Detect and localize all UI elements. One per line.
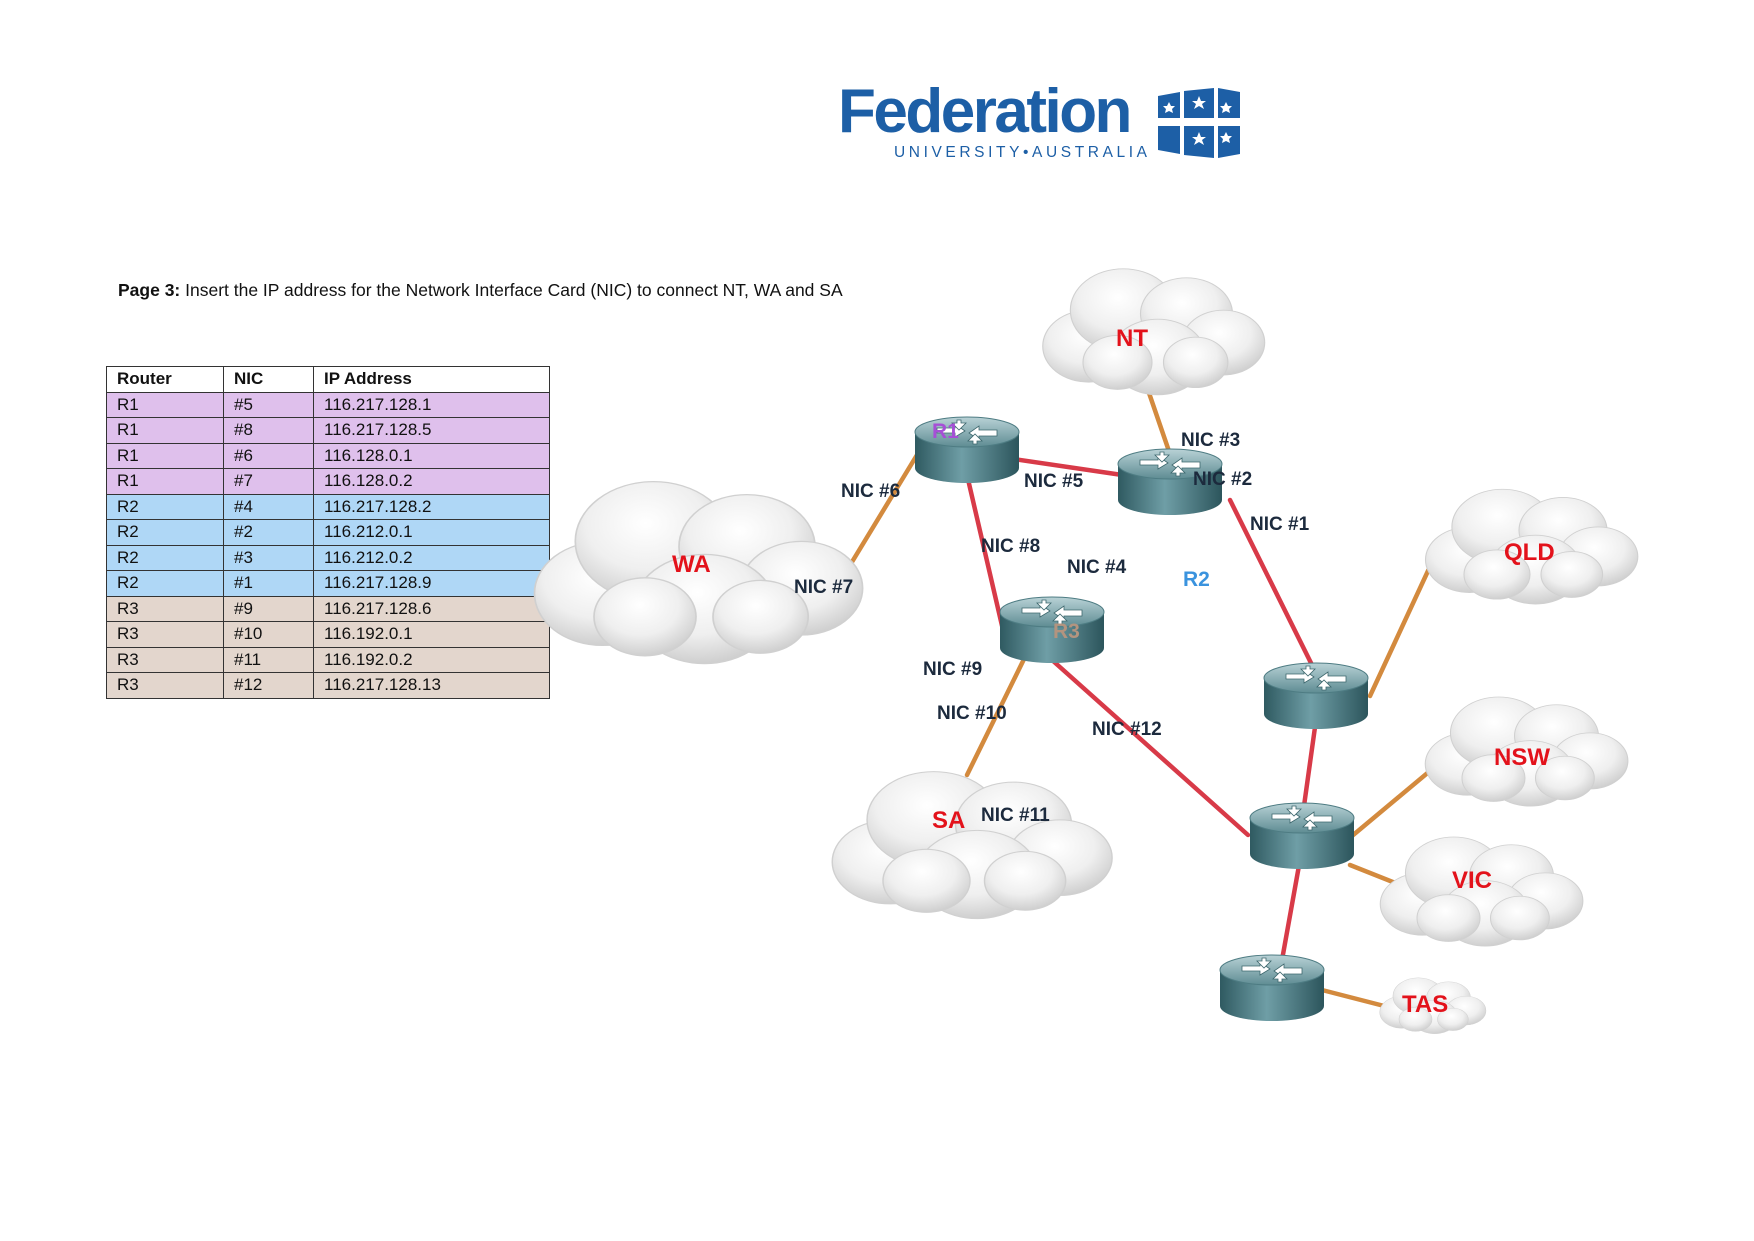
nic-cell: #6 — [223, 442, 314, 469]
southern-cross-flag-icon — [1158, 88, 1240, 158]
ip-address-cell: 116.217.128.6 — [313, 595, 550, 622]
link-r3-nsw-router — [1049, 657, 1251, 838]
link-r2-qld-router — [1227, 497, 1315, 668]
nic-cell: #9 — [223, 595, 314, 622]
nic-cell: #2 — [223, 519, 314, 546]
router-qld-icon — [1263, 662, 1369, 730]
nic-cell: #3 — [223, 544, 314, 571]
ip-address-cell: 116.217.128.1 — [313, 391, 550, 418]
ip-address-cell: 116.212.0.2 — [313, 544, 550, 571]
ip-address-cell: 116.212.0.1 — [313, 519, 550, 546]
ip-address-cell: 116.128.0.2 — [313, 468, 550, 495]
nic-label-9: NIC #9 — [923, 659, 982, 680]
router-cell: R2 — [106, 544, 224, 571]
router-r3-icon — [999, 596, 1105, 664]
nic-cell: #12 — [223, 672, 314, 699]
link-r2-nt — [1145, 387, 1175, 463]
nic-cell: #4 — [223, 493, 314, 520]
nic-label-10: NIC #10 — [937, 703, 1007, 724]
router-cell: R2 — [106, 493, 224, 520]
header-ip-address: IP Address — [313, 366, 550, 393]
nic-label-8: NIC #8 — [981, 536, 1040, 557]
router-r1-icon — [914, 416, 1020, 484]
ip-address-cell: 116.128.0.1 — [313, 442, 550, 469]
header-nic: NIC — [223, 366, 314, 393]
nic-label-7: NIC #7 — [794, 577, 853, 598]
link-qld-nsw-routers — [1301, 717, 1319, 809]
region-label-nsw: NSW — [1494, 744, 1550, 771]
router-nsw-icon — [1249, 802, 1355, 870]
nic-label-5: NIC #5 — [1024, 471, 1084, 492]
nic-label-3: NIC #3 — [1181, 430, 1240, 451]
nic-cell: #7 — [223, 468, 314, 495]
ip-address-cell: 116.192.0.2 — [313, 646, 550, 673]
region-label-vic: VIC — [1452, 867, 1492, 894]
header-router: Router — [106, 366, 224, 393]
ip-address-cell: 116.192.0.1 — [313, 621, 550, 648]
nic-cell: #10 — [223, 621, 314, 648]
router-r1-label: R1 — [932, 420, 959, 443]
nic-cell: #11 — [223, 646, 314, 673]
instruction-text: Insert the IP address for the Network In… — [180, 280, 843, 300]
nic-label-12: NIC #12 — [1092, 719, 1162, 740]
link-r3-sa — [964, 652, 1029, 778]
router-cell: R3 — [106, 621, 224, 648]
ip-address-cell: 116.217.128.2 — [313, 493, 550, 520]
nic-label-2: NIC #2 — [1193, 469, 1252, 490]
page-instruction: Page 3: Insert the IP address for the Ne… — [118, 280, 843, 301]
region-label-tas: TAS — [1402, 991, 1448, 1018]
nic-label-4: NIC #4 — [1067, 557, 1127, 578]
nic-label-11: NIC #11 — [981, 805, 1050, 826]
router-tas-icon — [1219, 954, 1325, 1022]
ip-address-cell: 116.217.128.5 — [313, 417, 550, 444]
nic-label-1: NIC #1 — [1250, 514, 1310, 535]
nic-label-6: NIC #6 — [841, 481, 900, 502]
router-cell: R2 — [106, 519, 224, 546]
router-cell: R3 — [106, 646, 224, 673]
link-tas — [1319, 987, 1395, 1011]
router-cell: R3 — [106, 672, 224, 699]
page-number-label: Page 3: — [118, 280, 181, 300]
cloud-nt-icon — [1042, 268, 1266, 396]
link-r1-r3 — [961, 459, 1006, 633]
router-r2-label: R2 — [1183, 568, 1210, 591]
router-r3-label: R3 — [1053, 620, 1080, 643]
federation-logo: Federation UNIVERSITY•AUSTRALIA — [838, 77, 1258, 172]
nic-cell: #8 — [223, 417, 314, 444]
region-label-nt: NT — [1116, 325, 1148, 352]
router-cell: R3 — [106, 595, 224, 622]
logo-tagline: UNIVERSITY•AUSTRALIA — [894, 144, 1151, 161]
cloud-sa-icon — [831, 770, 1113, 920]
region-label-qld: QLD — [1504, 539, 1555, 566]
table-header-row: Router NIC IP Address — [106, 366, 550, 393]
router-cell: R2 — [106, 570, 224, 597]
link-nsw-tas-routers — [1279, 857, 1303, 963]
router-cell: R1 — [106, 391, 224, 418]
region-label-sa: SA — [932, 807, 965, 834]
router-cell: R1 — [106, 417, 224, 444]
ip-address-cell: 116.217.128.13 — [313, 672, 550, 699]
region-label-wa: WA — [672, 551, 711, 578]
logo-wordmark: Federation — [838, 77, 1132, 146]
router-cell: R1 — [106, 468, 224, 495]
nic-cell: #5 — [223, 391, 314, 418]
